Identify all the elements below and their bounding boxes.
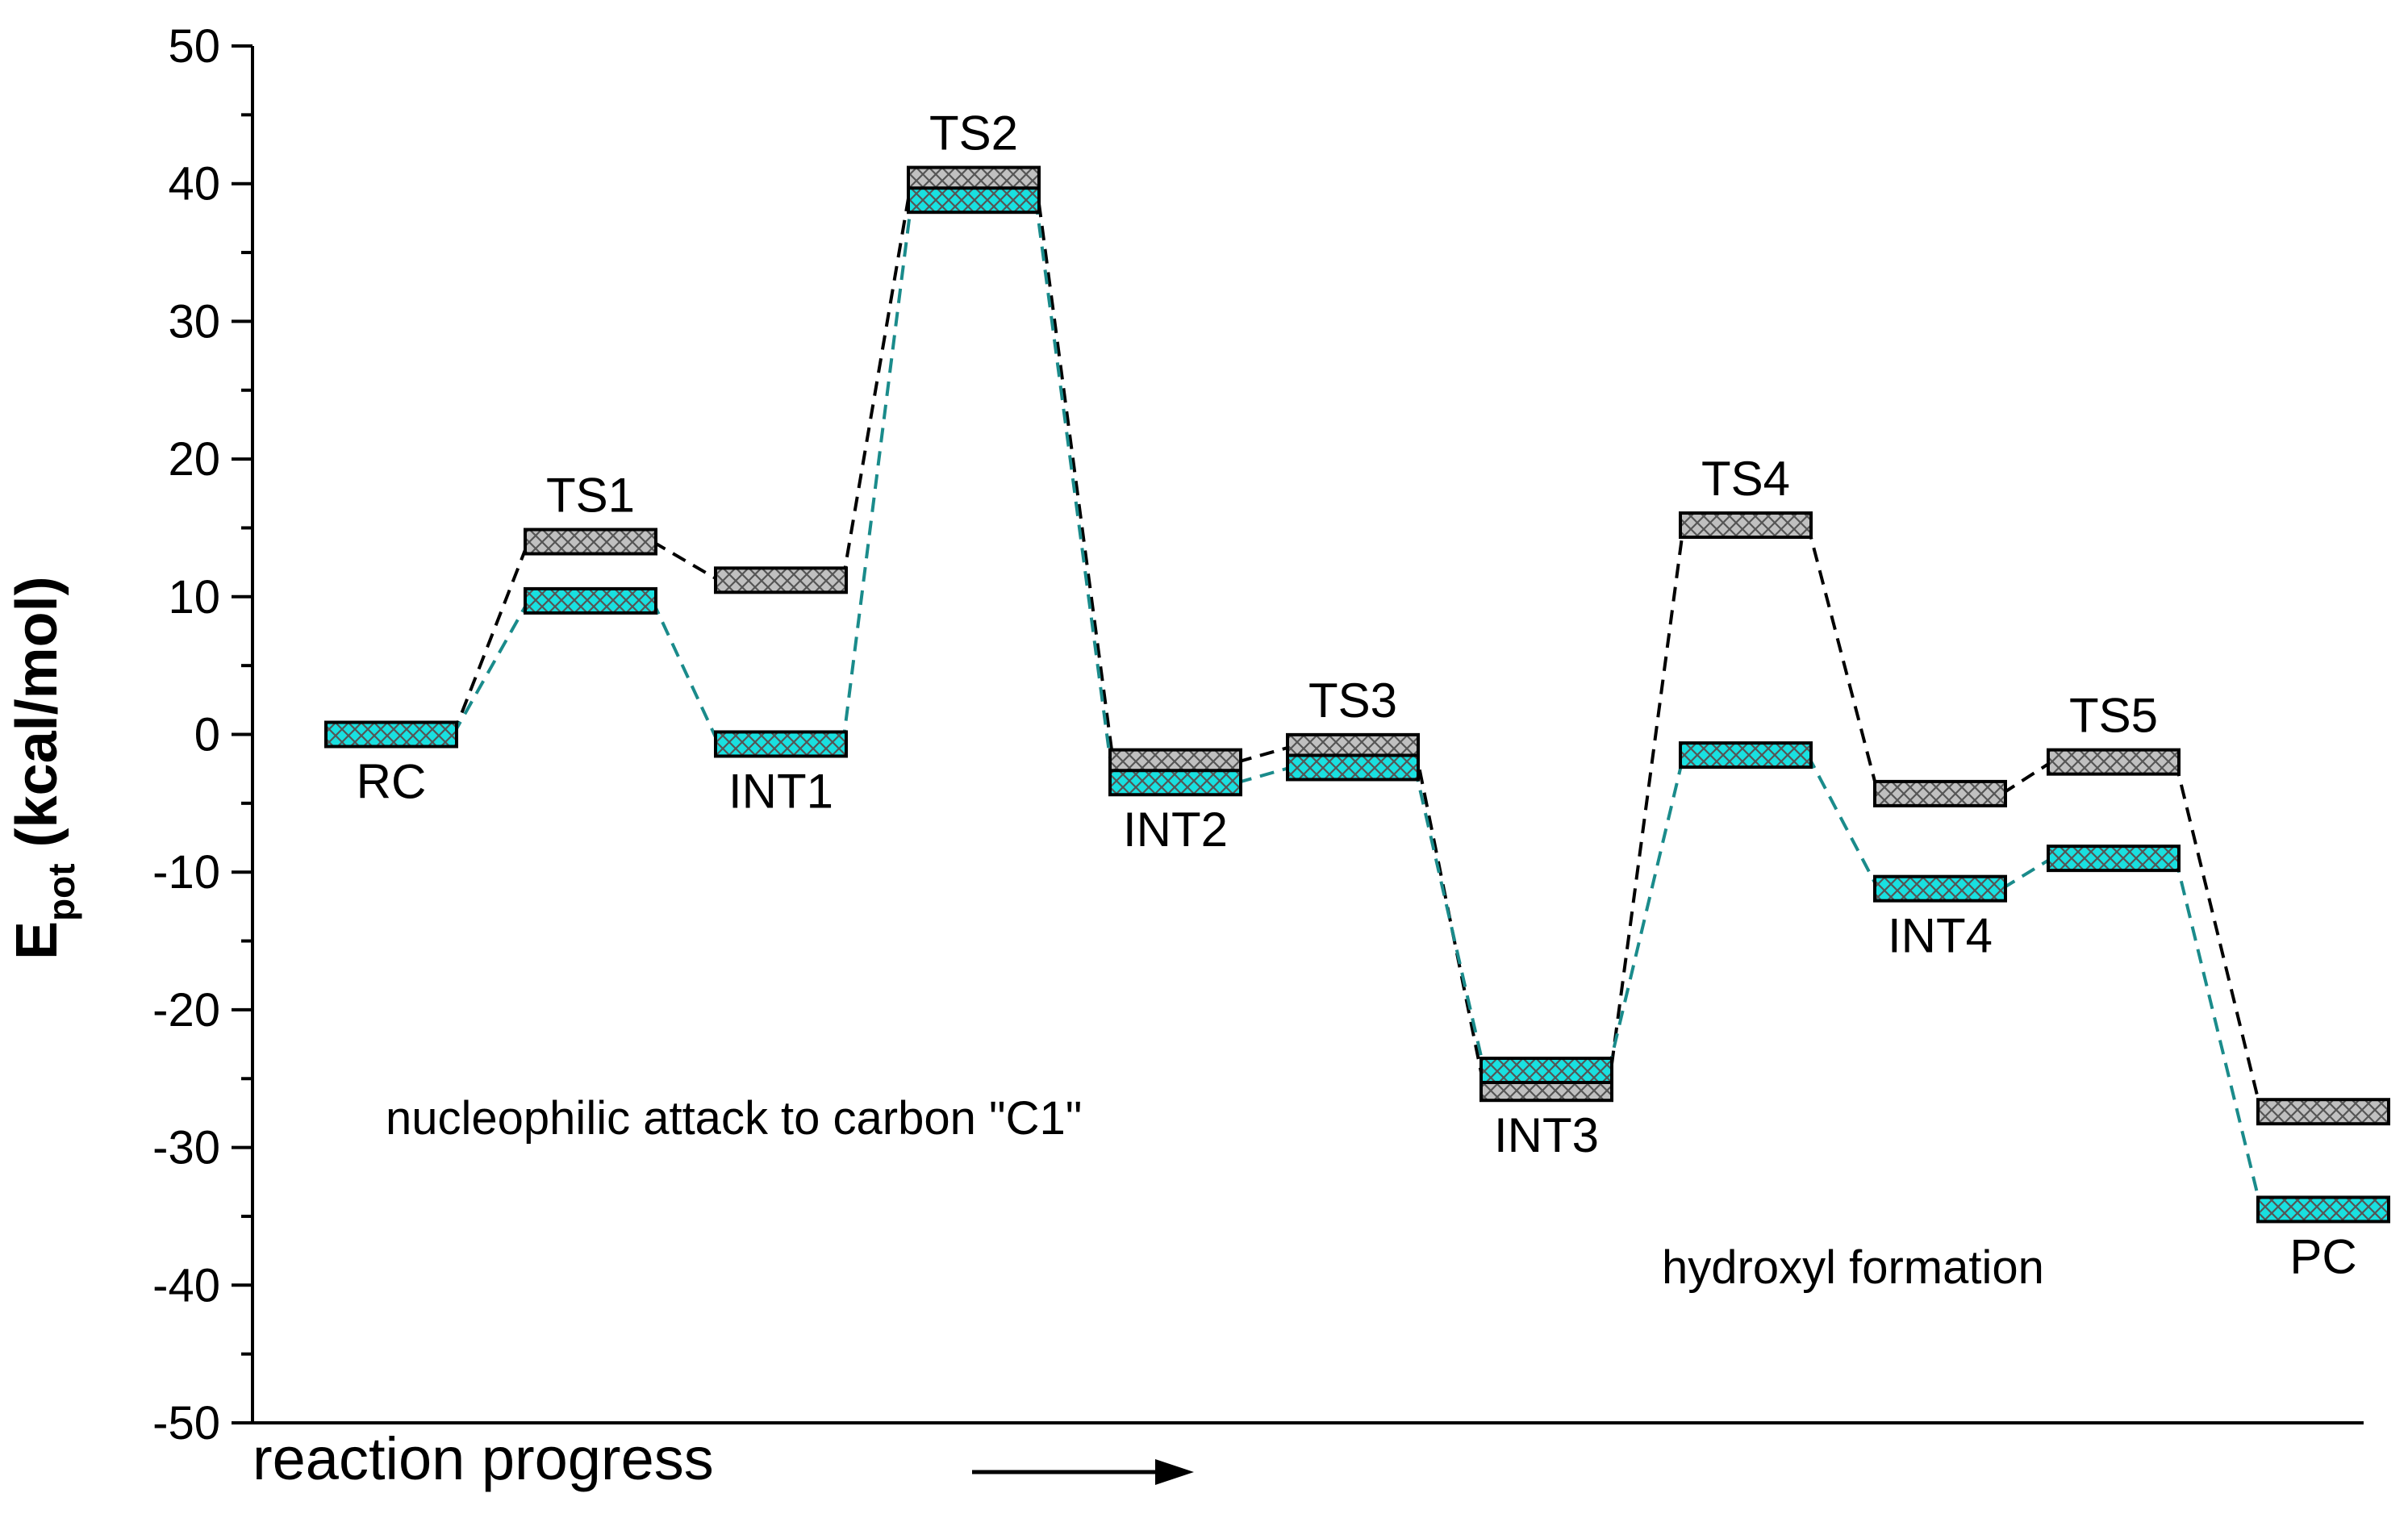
energy-level-bar: [2047, 748, 2181, 776]
series-1-connector: [2001, 760, 2053, 795]
energy-level-bar: [524, 528, 657, 556]
energy-level-bar: [1679, 741, 1813, 770]
series-1-connector: [651, 540, 720, 582]
y-axis: -50 -40 -30 -20 -10 0 10 20 30 40 50: [152, 20, 2364, 1449]
y-tick-label: 50: [168, 20, 220, 73]
energy-level-bar: [1873, 874, 2007, 903]
bars-layer: [324, 165, 2390, 1224]
y-axis-title: Epot (kcal/mol): [5, 576, 82, 960]
series-1-connector: [841, 179, 913, 581]
series-2-connector: [1034, 199, 1115, 783]
state-label-ts1: TS1: [546, 469, 635, 523]
energy-level-bar: [1286, 753, 1420, 782]
energy-level-bar: [524, 586, 657, 615]
energy-level-bar: [1679, 511, 1813, 540]
energy-level-bar: [2047, 845, 2181, 873]
y-tick-label: -50: [152, 1397, 220, 1449]
series-2-connector: [1237, 765, 1292, 785]
energy-level-bar: [1108, 769, 1242, 797]
energy-level-bar: [714, 730, 848, 758]
connectors-layer: [452, 179, 2263, 1210]
annotation-nucleophilic-attack: nucleophilic attack to carbon "C1": [386, 1092, 1082, 1145]
state-label-int1: INT1: [728, 764, 833, 818]
series-1-connector: [1034, 179, 1115, 762]
series-2-connector: [841, 199, 913, 744]
series-2-connector: [2174, 857, 2263, 1210]
energy-level-bar: [2256, 1098, 2390, 1126]
y-tick-label: 0: [194, 709, 220, 761]
x-axis-arrow: [972, 1459, 1194, 1485]
series-2-connector: [452, 599, 530, 736]
series-2-connector: [1413, 767, 1486, 1071]
state-label-int4: INT4: [1888, 909, 1993, 963]
series-1-connector: [1806, 524, 1880, 795]
state-label-ts3: TS3: [1308, 674, 1397, 728]
x-axis-title: reaction progress: [252, 1425, 714, 1492]
y-tick-label: 30: [168, 295, 220, 348]
state-label-ts2: TS2: [929, 106, 1018, 161]
series-2-connector: [1607, 754, 1685, 1071]
state-label-rc: RC: [357, 755, 427, 809]
annotation-hydroxyl-formation: hydroxyl formation: [1662, 1241, 2044, 1294]
state-label-int3: INT3: [1494, 1108, 1599, 1162]
energy-level-bar: [1479, 1057, 1613, 1085]
y-tick-label: -10: [152, 846, 220, 899]
energy-level-bar: [2256, 1195, 2390, 1224]
y-tick-label: 40: [168, 158, 220, 211]
y-tick-label: -30: [152, 1122, 220, 1174]
energy-level-bar: [324, 720, 458, 749]
state-label-pc: PC: [2289, 1229, 2356, 1283]
series-2-connector: [1806, 754, 1880, 890]
energy-level-bar: [1873, 779, 2007, 807]
series-1-connector: [2174, 761, 2263, 1112]
state-label-ts4: TS4: [1701, 452, 1790, 506]
state-label-int2: INT2: [1123, 803, 1228, 857]
series-2-connector: [2001, 857, 2053, 890]
y-tick-label: 20: [168, 433, 220, 486]
series-1-connector: [452, 540, 530, 736]
state-label-ts5: TS5: [2069, 689, 2158, 743]
y-tick-label: -20: [152, 984, 220, 1036]
energy-level-bar: [714, 566, 848, 594]
series-2-connector: [651, 600, 720, 745]
series-1-connector: [1237, 744, 1292, 764]
y-tick-label: -40: [152, 1259, 220, 1312]
series-1-connector: [1607, 524, 1685, 1089]
y-tick-label: 10: [168, 571, 220, 624]
energy-level-bar: [907, 186, 1041, 215]
